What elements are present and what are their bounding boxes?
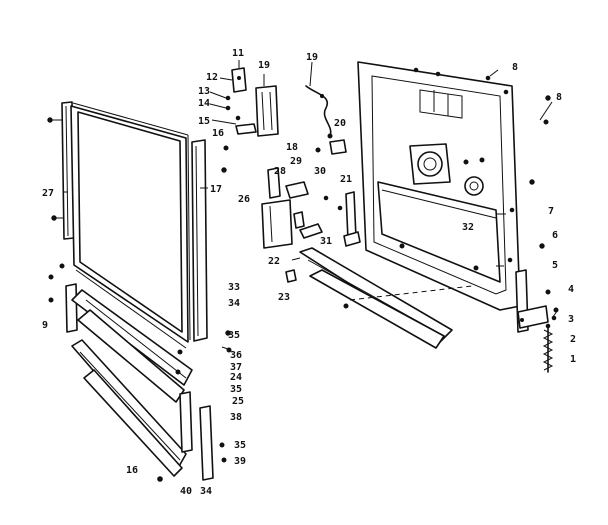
callout-8: 8 <box>556 92 562 103</box>
callout-20: 20 <box>334 118 346 129</box>
callout-19: 19 <box>306 52 318 63</box>
door-latch-assembly <box>223 67 279 151</box>
screw-icon <box>157 346 232 482</box>
outer-door-panel <box>70 102 191 349</box>
callout-19: 19 <box>258 60 270 71</box>
callout-18: 18 <box>286 142 298 153</box>
screw-icon <box>285 269 297 283</box>
kick-plate <box>71 339 187 477</box>
callout-34: 34 <box>228 298 240 309</box>
callout-40: 40 <box>180 486 192 497</box>
vertical-trim-strip <box>179 391 214 481</box>
callout-4: 4 <box>568 284 574 295</box>
door-side-trim <box>191 139 208 342</box>
callout-labels: 1234567889111213141516161718191920212223… <box>42 48 576 497</box>
callout-38: 38 <box>230 412 242 423</box>
callout-15: 15 <box>198 116 210 127</box>
callout-28: 28 <box>274 166 286 177</box>
callout-9: 9 <box>42 320 48 331</box>
door-switch <box>261 167 343 249</box>
callout-17: 17 <box>210 184 222 195</box>
callout-16: 16 <box>126 465 138 476</box>
hinge-bracket <box>515 269 549 333</box>
screw-icon <box>47 117 64 221</box>
callout-12: 12 <box>206 72 218 83</box>
lower-trim-bracket <box>48 263 78 333</box>
callout-35: 35 <box>230 384 242 395</box>
callout-27: 27 <box>42 188 54 199</box>
callout-29: 29 <box>290 156 302 167</box>
callout-35: 35 <box>228 330 240 341</box>
screw-icon <box>529 95 559 313</box>
control-trim <box>299 247 473 349</box>
callout-23: 23 <box>278 292 290 303</box>
callout-34: 34 <box>200 486 212 497</box>
callout-33: 33 <box>228 282 240 293</box>
callout-2: 2 <box>570 334 576 345</box>
callout-22: 22 <box>268 256 280 267</box>
latch-lever <box>343 191 361 247</box>
callout-36: 36 <box>230 350 242 361</box>
callout-16: 16 <box>212 128 224 139</box>
callout-26: 26 <box>238 194 250 205</box>
callout-1: 1 <box>570 354 576 365</box>
callout-24: 24 <box>230 372 242 383</box>
callout-35: 35 <box>234 440 246 451</box>
callout-37: 37 <box>230 362 242 373</box>
callout-39: 39 <box>234 456 246 467</box>
wire-harness <box>305 85 333 139</box>
callout-21: 21 <box>340 174 352 185</box>
callout-32: 32 <box>462 222 474 233</box>
callout-8: 8 <box>512 62 518 73</box>
door-bottom-panel <box>71 289 193 403</box>
callout-6: 6 <box>552 230 558 241</box>
callout-7: 7 <box>548 206 554 217</box>
latch-housing <box>315 139 347 155</box>
callout-25: 25 <box>232 396 244 407</box>
screw-icon <box>221 167 231 336</box>
callout-5: 5 <box>552 260 558 271</box>
callout-11: 11 <box>232 48 244 59</box>
leader-lines <box>64 60 559 319</box>
callout-30: 30 <box>314 166 326 177</box>
callout-14: 14 <box>198 98 210 109</box>
inner-door-liner <box>357 61 521 311</box>
door-spring <box>542 315 557 373</box>
callout-3: 3 <box>568 314 574 325</box>
callout-31: 31 <box>320 236 332 247</box>
callout-13: 13 <box>198 86 210 97</box>
